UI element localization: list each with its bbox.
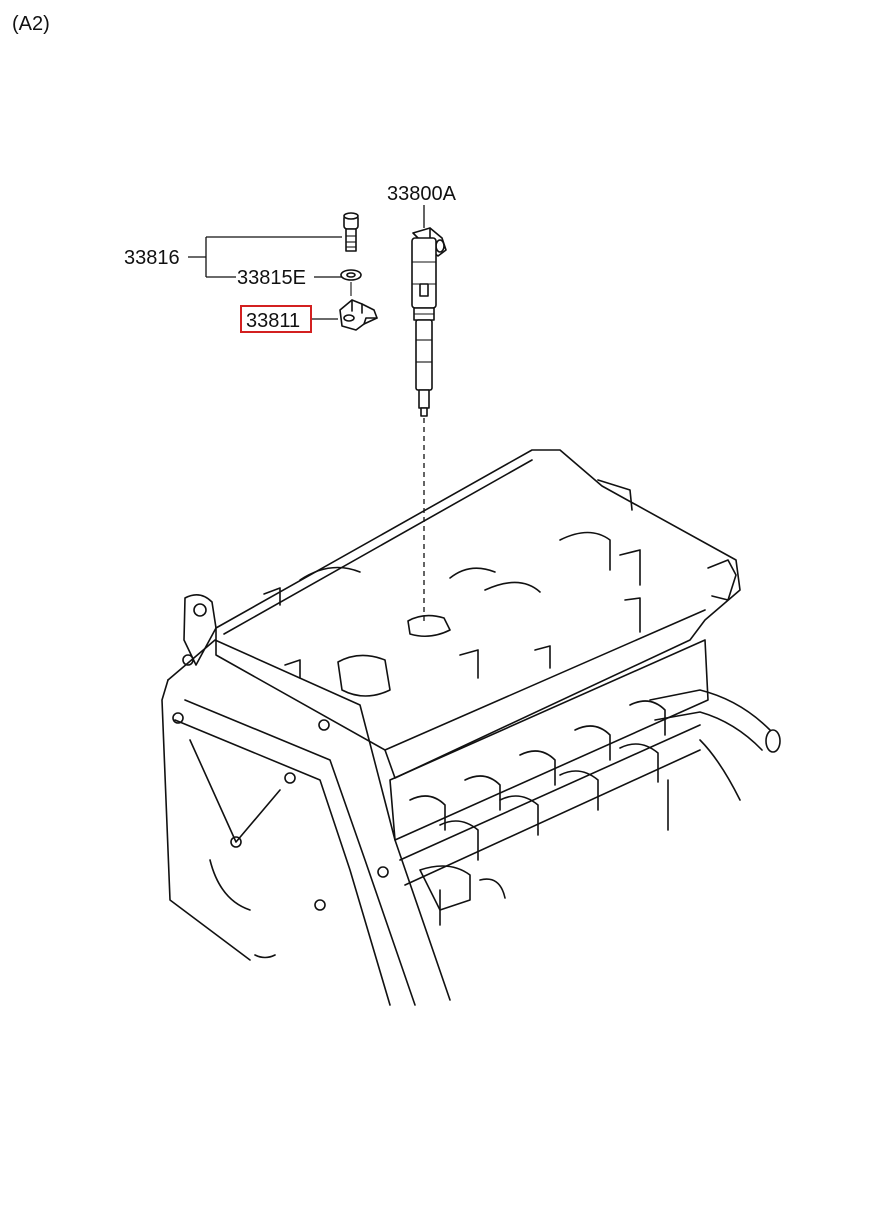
part-label-33815e[interactable]: 33815E bbox=[237, 267, 306, 289]
callout-33815e[interactable]: 33815E bbox=[237, 267, 342, 289]
view-label: (A2) bbox=[12, 13, 50, 35]
washer-part bbox=[340, 269, 362, 296]
part-label-33816[interactable]: 33816 bbox=[124, 247, 180, 269]
bolt-part bbox=[343, 212, 359, 252]
callout-33811-highlighted[interactable]: 33811 bbox=[240, 305, 338, 333]
callout-33800a[interactable]: 33800A bbox=[387, 183, 457, 228]
injector-part bbox=[411, 227, 447, 417]
callout-33816[interactable]: 33816 bbox=[124, 236, 342, 278]
clamp-part bbox=[339, 299, 378, 331]
highlight-box bbox=[240, 305, 312, 333]
part-label-33811[interactable]: 33811 bbox=[246, 310, 300, 332]
engine-assembly bbox=[161, 449, 781, 1006]
leader-bracket bbox=[188, 236, 342, 278]
part-label-33800a[interactable]: 33800A bbox=[387, 183, 457, 205]
